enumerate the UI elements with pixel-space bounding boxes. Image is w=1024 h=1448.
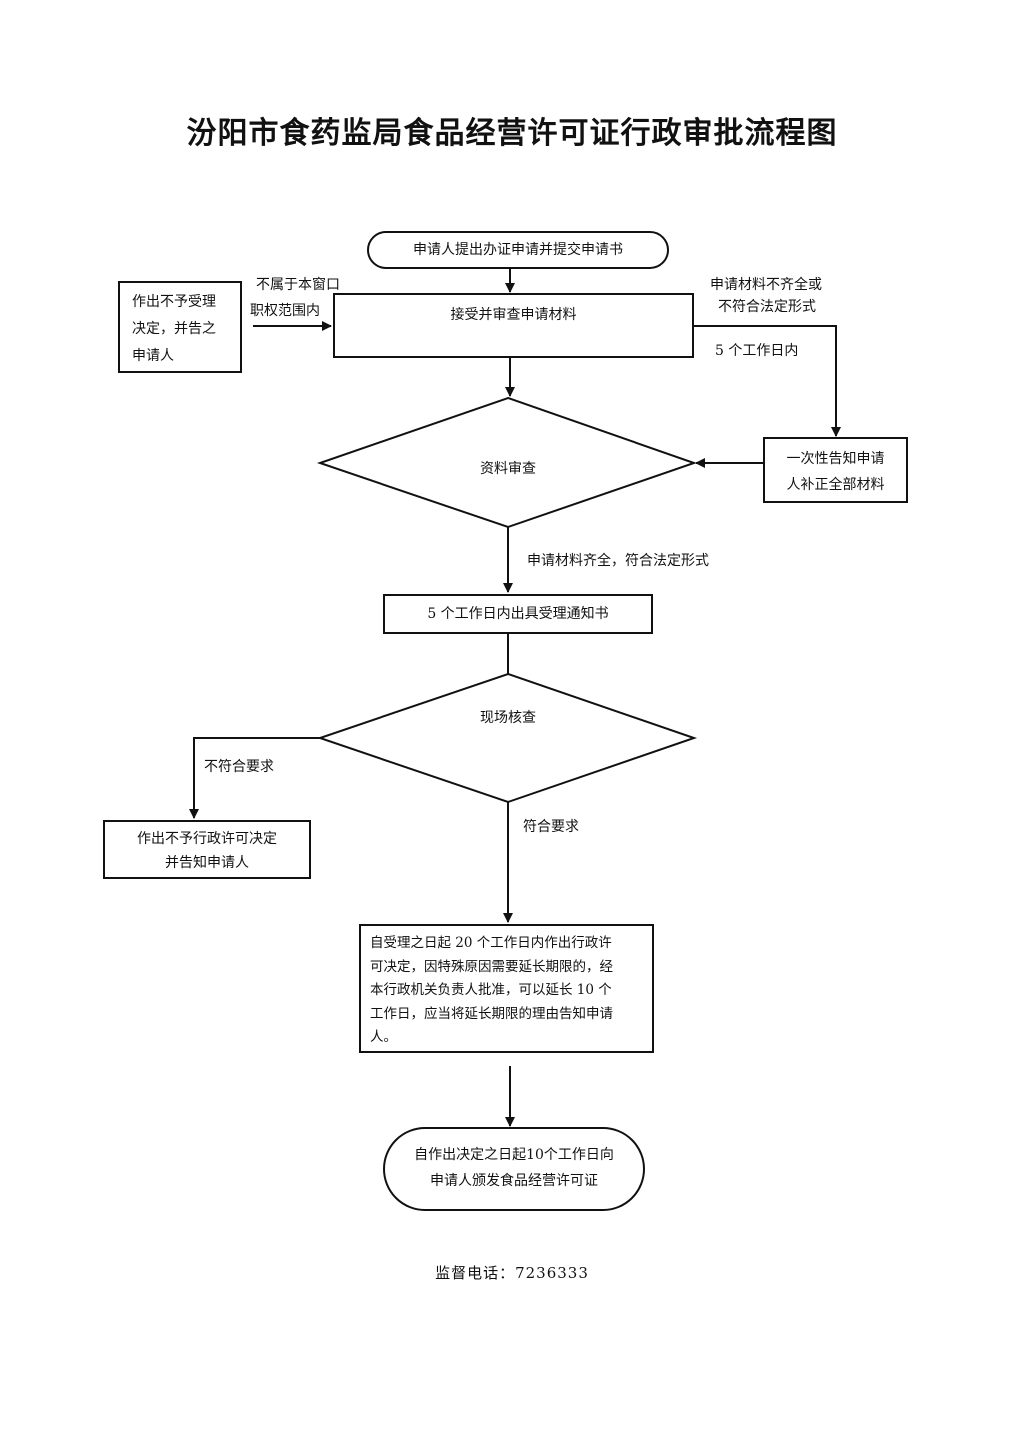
- label-incomplete: 申请材料不齐全或 不符合法定形式: [710, 274, 822, 318]
- reject-license-line-1: 作出不予行政许可决定: [137, 831, 277, 847]
- issue-line-2: 申请人颁发食品经营许可证: [430, 1173, 598, 1189]
- edge-onsite-reject: [189, 737, 320, 819]
- decision-line-1: 自受理之日起 20 个工作日内作出行政许: [370, 935, 612, 951]
- reject-acceptance-box: 作出不予受理 决定，并告之 申请人: [118, 281, 242, 373]
- label-not-in-scope: 不属于本窗口 职权范围内: [250, 272, 340, 324]
- reject-acceptance-line-2: 决定，并告之: [132, 321, 216, 337]
- receive-review-label: 接受并审查申请材料: [450, 307, 577, 323]
- page-title: 汾阳市食药监局食品经营许可证行政审批流程图: [186, 116, 838, 151]
- reject-license-line-2: 并告知申请人: [165, 855, 249, 871]
- label-incomplete-line-2: 不符合法定形式: [718, 299, 816, 315]
- decision-line-5: 人。: [370, 1029, 397, 1045]
- decision-box: 自受理之日起 20 个工作日内作出行政许 可决定，因特殊原因需要延长期限的，经 …: [359, 924, 654, 1053]
- label-not-in-scope-line-1: 不属于本窗口: [256, 277, 340, 293]
- onsite-check-label: 现场核查: [480, 710, 536, 726]
- supplement-line-2: 人补正全部材料: [786, 477, 885, 493]
- decision-line-2: 可决定，因特殊原因需要延长期限的，经: [370, 958, 613, 975]
- label-five-days: 5 个工作日内: [715, 343, 799, 359]
- material-review-label: 资料审查: [480, 461, 536, 477]
- label-incomplete-line-1: 申请材料不齐全或: [710, 277, 822, 293]
- edge-receive-supplement: [694, 325, 841, 437]
- acceptance-notice-box: 5 个工作日内出具受理通知书: [383, 594, 653, 634]
- acceptance-notice-label: 5 个工作日内出具受理通知书: [427, 606, 609, 622]
- reject-acceptance-line-1: 作出不予受理: [132, 294, 216, 310]
- label-meet: 符合要求: [523, 819, 579, 835]
- start-node: 申请人提出办证申请并提交申请书: [413, 242, 623, 258]
- supplement-box: 一次性告知申请 人补正全部材料: [763, 437, 908, 503]
- issue-node: 自作出决定之日起10个工作日向 申请人颁发食品经营许可证: [384, 1142, 644, 1194]
- onsite-check-shape: [316, 672, 698, 804]
- label-complete: 申请材料齐全，符合法定形式: [527, 553, 709, 569]
- reject-license-box: 作出不予行政许可决定 并告知申请人: [103, 820, 311, 879]
- supplement-line-1: 一次性告知申请: [786, 451, 885, 467]
- reject-acceptance-line-3: 申请人: [132, 348, 174, 364]
- issue-node-shape: [383, 1127, 645, 1211]
- supervision-phone: 监督电话：7236333: [435, 1264, 589, 1282]
- issue-line-1: 自作出决定之日起10个工作日向: [414, 1147, 614, 1163]
- decision-line-4: 工作日，应当将延长期限的理由告知申请: [370, 1005, 613, 1022]
- label-not-meet: 不符合要求: [204, 759, 274, 775]
- label-not-in-scope-line-2: 职权范围内: [250, 303, 320, 319]
- start-node-shape: [367, 231, 669, 269]
- receive-review-box: 接受并审查申请材料: [333, 293, 694, 358]
- decision-line-3: 本行政机关负责人批准，可以延长 10 个: [370, 982, 612, 998]
